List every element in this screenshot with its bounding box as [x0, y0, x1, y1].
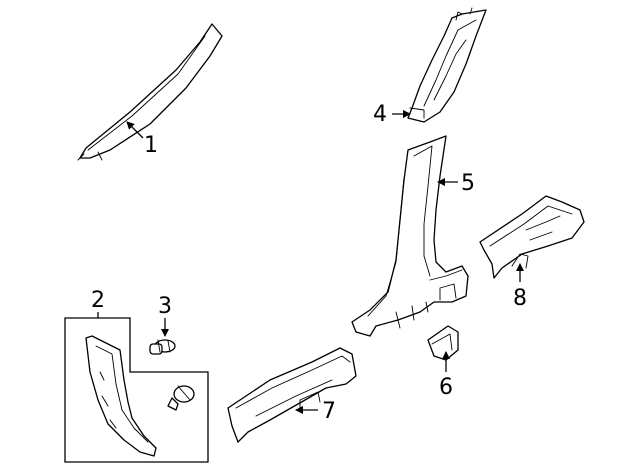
part-4-upper-pillar-trim	[407, 7, 487, 123]
part-8-rear-sill-trim	[479, 195, 585, 279]
callout-1: 1	[144, 133, 158, 158]
part-2-frame	[64, 317, 209, 463]
callout-5: 5	[461, 171, 475, 196]
callout-8: 8	[513, 286, 527, 311]
part-3-retainer	[149, 339, 176, 355]
callout-7: 7	[322, 399, 336, 424]
part-7-scuff-plate	[227, 347, 357, 443]
callout-2: 2	[91, 288, 105, 313]
part-1-pillar-trim	[77, 23, 223, 161]
part-2-kick-panel	[85, 335, 157, 457]
callout-3: 3	[158, 294, 172, 319]
callout-6: 6	[439, 375, 453, 400]
callout-4: 4	[373, 102, 387, 127]
part-3-retainer-second	[167, 385, 195, 411]
part-5-lower-pillar-trim	[351, 135, 469, 337]
leader-1	[126, 121, 144, 139]
part-6-cover	[427, 325, 459, 361]
